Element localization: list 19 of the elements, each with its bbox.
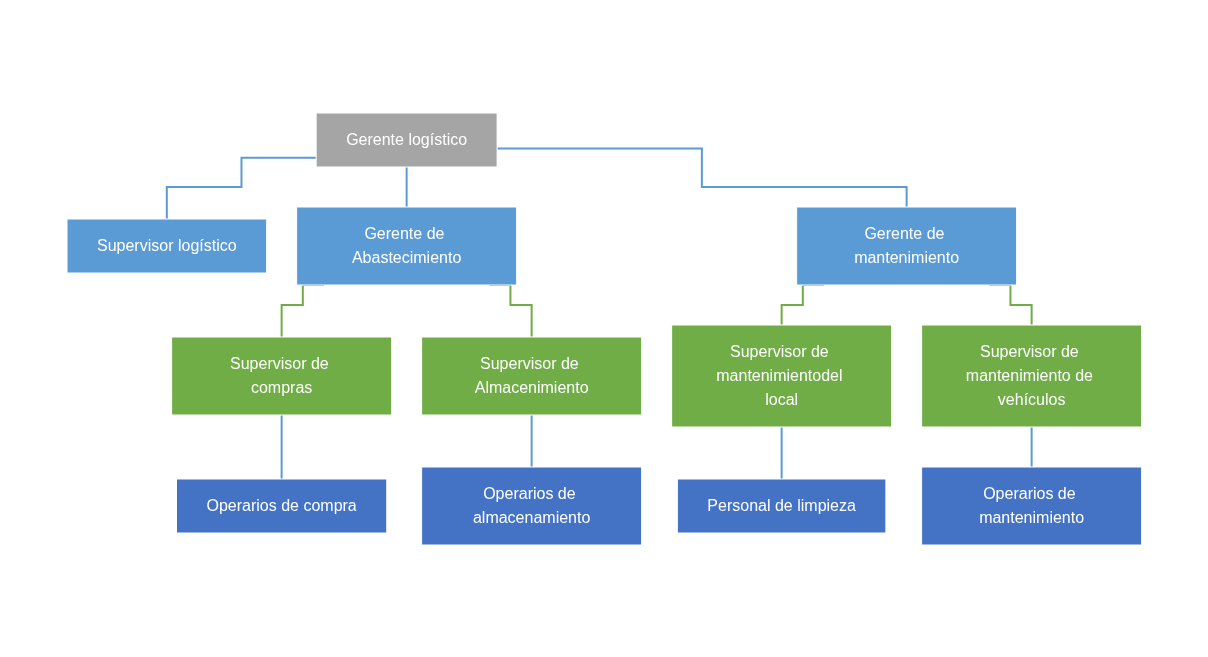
node-box: Supervisor de compras: [170, 336, 392, 415]
node-box: Operarios de mantenimiento: [920, 466, 1142, 545]
connector: [280, 413, 283, 480]
node-box: Supervisor de mantenimiento de vehículos: [920, 324, 1142, 427]
connector: [530, 413, 533, 468]
node-box: Operarios de compra: [175, 478, 387, 533]
node-box: Gerente logístico: [315, 112, 498, 167]
connector: [495, 147, 908, 208]
node-box: Gerente de Abastecimiento: [295, 206, 517, 285]
node-box: Personal de limpieza: [676, 478, 887, 533]
node-box: Supervisor de mantenimientodel local: [670, 324, 892, 427]
connector: [405, 165, 408, 208]
node-box: Gerente de mantenimiento: [795, 206, 1017, 285]
node-box: Operarios de almacenamiento: [420, 466, 642, 545]
node-box: Supervisor logístico: [66, 218, 267, 273]
connector: [780, 425, 783, 480]
connector: [165, 156, 317, 220]
node-box: Supervisor de Almacenimiento: [420, 336, 642, 415]
connector: [1030, 425, 1033, 468]
